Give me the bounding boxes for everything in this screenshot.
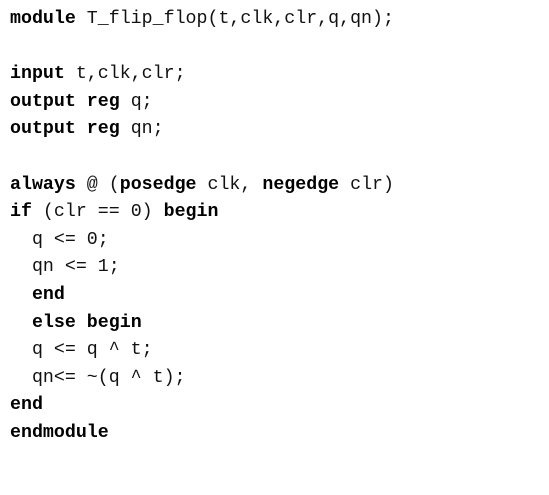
code-listing: module T_flip_flop(t,clk,clr,q,qn); inpu… — [10, 6, 545, 448]
code-token — [10, 313, 32, 333]
code-line: end — [10, 392, 545, 420]
code-token: qn <= 1; — [10, 257, 120, 278]
code-line — [10, 144, 545, 172]
code-line: output reg q; — [10, 89, 545, 117]
code-line: input t,clk,clr; — [10, 61, 545, 89]
code-token: (clr == 0) — [31, 202, 164, 223]
code-line: end — [10, 282, 545, 310]
code-token: t,clk,clr; — [64, 64, 186, 85]
keyword-token: output reg — [10, 91, 120, 112]
keyword-token: negedge — [262, 174, 340, 195]
code-line: module T_flip_flop(t,clk,clr,q,qn); — [10, 6, 545, 34]
code-token: clk, — [196, 174, 263, 195]
code-line: always @ (posedge clk, negedge clr) — [10, 172, 545, 200]
keyword-token: begin — [163, 202, 219, 223]
code-line: q <= q ^ t; — [10, 337, 545, 365]
keyword-token: endmodule — [10, 422, 109, 443]
code-token: q; — [119, 91, 153, 112]
keyword-token: output reg — [10, 119, 120, 140]
keyword-token: always — [10, 174, 76, 195]
code-token: clr) — [339, 174, 394, 195]
keyword-token: module — [10, 9, 76, 29]
code-line: qn <= 1; — [10, 254, 545, 282]
code-line: q <= 0; — [10, 227, 545, 255]
code-token: q <= q ^ t; — [10, 340, 153, 361]
code-line: else begin — [10, 310, 545, 338]
code-line: qn<= ~(q ^ t); — [10, 365, 545, 393]
code-token — [10, 285, 32, 305]
keyword-token: else begin — [31, 312, 142, 333]
keyword-token: input — [10, 64, 65, 85]
keyword-token: end — [10, 395, 43, 416]
code-line — [10, 34, 545, 62]
keyword-token: posedge — [119, 174, 197, 195]
code-token: T_flip_flop(t,clk,clr,q,qn); — [75, 9, 394, 29]
keyword-token: end — [31, 284, 65, 305]
code-token: q <= 0; — [10, 229, 109, 250]
code-token: qn; — [119, 119, 164, 140]
keyword-token: if — [10, 202, 32, 223]
code-line: if (clr == 0) begin — [10, 199, 545, 227]
code-token: qn<= ~(q ^ t); — [10, 367, 186, 388]
code-token: @ ( — [75, 174, 120, 195]
code-line: output reg qn; — [10, 116, 545, 144]
code-line: endmodule — [10, 420, 545, 448]
